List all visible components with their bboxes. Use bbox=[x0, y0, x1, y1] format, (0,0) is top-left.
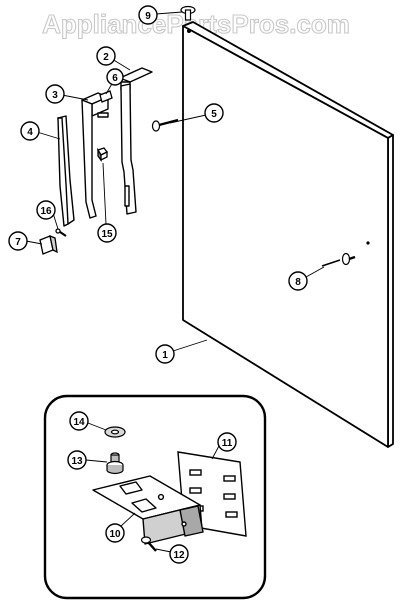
callout-9: 9 bbox=[138, 5, 158, 25]
leader-lines bbox=[25, 11, 325, 352]
top-screw bbox=[180, 5, 196, 21]
callout-1-label: 1 bbox=[162, 350, 168, 361]
door-panel bbox=[182, 21, 394, 448]
callout-10: 10 bbox=[105, 523, 125, 543]
screw-5 bbox=[151, 118, 179, 132]
door-top-hole bbox=[187, 29, 191, 33]
callout-4: 4 bbox=[20, 121, 40, 141]
stud-13 bbox=[106, 452, 124, 475]
cap-7 bbox=[39, 234, 58, 255]
callout-1: 1 bbox=[155, 344, 175, 364]
callout-11-label: 11 bbox=[222, 438, 233, 449]
callout-3-label: 3 bbox=[52, 90, 58, 101]
callout-2: 2 bbox=[96, 46, 116, 66]
callout-4-label: 4 bbox=[27, 127, 33, 138]
callout-5-label: 5 bbox=[211, 109, 217, 120]
callout-14: 14 bbox=[69, 411, 89, 431]
clip-6 bbox=[99, 90, 113, 103]
callout-12-label: 12 bbox=[173, 550, 185, 561]
callout-2-label: 2 bbox=[103, 52, 109, 63]
bracket-4 bbox=[57, 115, 75, 227]
screw-12 bbox=[140, 536, 157, 552]
callout-3: 3 bbox=[45, 84, 65, 104]
callout-7: 7 bbox=[8, 231, 28, 251]
bracket-2 bbox=[119, 67, 153, 215]
pin-8 bbox=[321, 252, 356, 267]
callout-8: 8 bbox=[288, 271, 308, 291]
callout-15: 15 bbox=[97, 223, 117, 243]
callout-14-label: 14 bbox=[73, 417, 85, 428]
callout-6-label: 6 bbox=[112, 73, 118, 84]
callout-6: 6 bbox=[106, 68, 124, 86]
callout-15-label: 15 bbox=[101, 229, 113, 240]
callout-11: 11 bbox=[217, 432, 237, 452]
nut-15 bbox=[97, 147, 108, 162]
callout-13-label: 13 bbox=[71, 456, 83, 467]
callout-16-label: 16 bbox=[40, 206, 52, 217]
callout-13: 13 bbox=[67, 450, 87, 470]
hinge-10 bbox=[92, 475, 204, 545]
callout-7-label: 7 bbox=[15, 237, 21, 248]
callout-10-label: 10 bbox=[109, 529, 121, 540]
callout-9-label: 9 bbox=[145, 11, 151, 22]
callout-8-label: 8 bbox=[295, 277, 301, 288]
washer-14 bbox=[104, 426, 126, 438]
callout-16: 16 bbox=[36, 200, 56, 220]
callout-5: 5 bbox=[204, 103, 224, 123]
door-hole bbox=[366, 241, 370, 245]
callout-12: 12 bbox=[169, 544, 189, 564]
pin-16 bbox=[55, 228, 67, 237]
